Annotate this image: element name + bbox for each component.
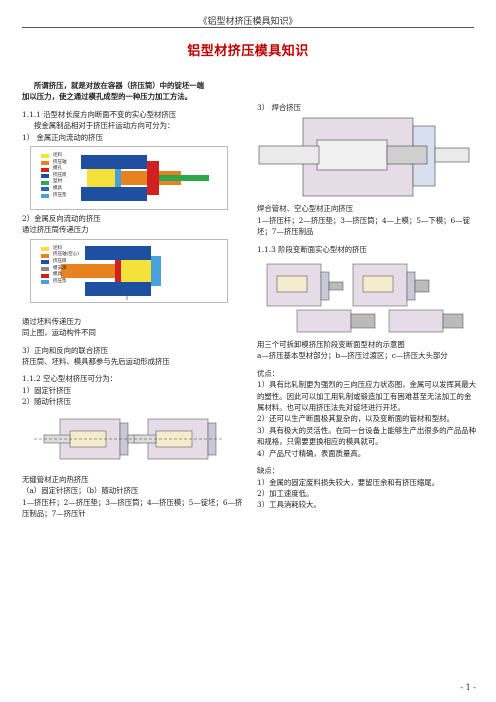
fig1-legend: 坯料 挤压轴 模孔 挤压筒 型材 模具 挤压垫 [41,153,67,199]
item-floating-mandrel: 2）随动针挤压 [22,397,72,407]
advantages-heading: 优点： [257,368,280,378]
text-billet-pressure: 通过坯料传递压力 [22,316,82,326]
caption-weld-1: 焊合管材、空心型材正向挤压 [257,204,354,214]
section-1-1-2-heading: 1.1.2 空心型材挤压可分为： [22,374,118,384]
figure-forward-extrusion: 坯料 挤压轴 模孔 挤压筒 型材 模具 挤压垫 [30,146,228,211]
caption-tube-3: 1—挤压杆；2—挤压垫；3—挤压筒；4—挤压模；5—锭坯；6—挤压制品；7—挤压… [22,497,243,518]
caption-weld-2: 1—挤压杆；2—挤压垫；3—挤压筒；4—上模；5—下模；6—锭坯；7—挤压制品 [257,215,470,237]
figure-stepped-profile [257,258,473,337]
document-title: 铝型材挤压模具知识 [187,44,309,59]
right-column: 3） 焊合挤压 焊合管材、空心型材正向挤压 1—挤压杆；2—挤压垫；3—挤压筒；… [257,102,477,511]
caption-stepped-2: a—挤压基本型材部分；b—挤压过渡区；c—挤压大头部分 [257,351,448,361]
caption-tube-1: 无缝管材正向热挤压 [22,474,89,484]
figure-tube-extrusion [30,410,226,471]
advantage-4: 4）产品尺寸精确，表面质量高。 [257,448,366,458]
item-fixed-mandrel: 1）固定针挤压 [22,385,72,395]
item-backward-extrusion: 2）金属反向流动的挤压 [22,214,101,224]
text-same-figure: 同上图，运动构件不同 [22,328,96,338]
running-header: 《铝型材挤压模具知识》 [198,17,298,27]
section-1-1-1-heading: 1.1.1 沿型材长度方向断面不变的实心型材挤压 [22,109,177,119]
advantage-2: 2）还可以生产断面极其复杂的，以及变断面的管材和型材。 [257,414,454,424]
disadvantage-1: 1）金属的固定废料损失较大，要留压余和有挤压缩尾。 [257,477,440,487]
tube-extrusion-diagram [34,418,222,459]
caption-tube-2: （a）固定针挤压；（b）随动针挤压 [22,486,139,496]
disadvantage-2: 2）加工速度低。 [257,488,314,498]
item-backward-sub: 通过挤压筒传递压力 [22,225,89,235]
section-1-1-1-sub: 按金属制品相对于挤压杆运动方向可分为： [34,121,175,131]
item-combined-extrusion: 3）正向和反向的联合挤压 [22,345,109,355]
item-combined-sub: 挤压筒、坯料、模具都参与先后运动形成挤压 [22,357,170,367]
figure-backward-extrusion: 坯料 挤压轴(空心) 挤压筒 模支承 模具 挤压垫 [30,238,228,303]
figure-weld-extrusion [257,116,473,201]
stepped-profile-diagram [266,263,464,333]
intro-line-2: 加以压力，使之通过模孔成型的一种压力加工方法。 [22,92,192,102]
disadvantages-heading: 缺点： [257,466,280,476]
forward-extrusion-diagram [81,155,209,202]
backward-extrusion-diagram [61,245,161,300]
section-1-1-3-heading: 1.1.3 阶段变断面实心型材的挤压 [257,244,367,254]
intro-line-1: 所谓挤压，就是对放在容器（挤压筒）中的锭坯一端 [34,81,204,90]
header-rule [22,27,474,28]
item-weld-extrusion: 3） 焊合挤压 [257,103,302,112]
fig2-legend: 坯料 挤压轴(空心) 挤压筒 模支承 模具 挤压垫 [41,246,79,286]
page-number: - 1 - [460,683,476,692]
item-forward-extrusion: 1） 金属正向流动的挤压 [22,132,103,142]
disadvantage-3: 3）工具消耗较大。 [257,500,321,510]
advantage-3: 3）具有极大的灵活性。在同一台设备上能够生产出很多的产品品种和规格，只需要更换相… [257,425,477,447]
caption-stepped-1: 用三个可拆卸模挤压阶段变断面型材的示意图 [257,340,405,350]
weld-extrusion-diagram [258,118,470,197]
advantage-1: 1）具有比轧制更为强烈的三向压应力状态图，金属可以发挥其最大的塑性。因此可以加工… [257,380,477,413]
left-column: 所谓挤压，就是对放在容器（挤压筒）中的锭坯一端 加以压力，使之通过模孔成型的一种… [22,80,244,519]
